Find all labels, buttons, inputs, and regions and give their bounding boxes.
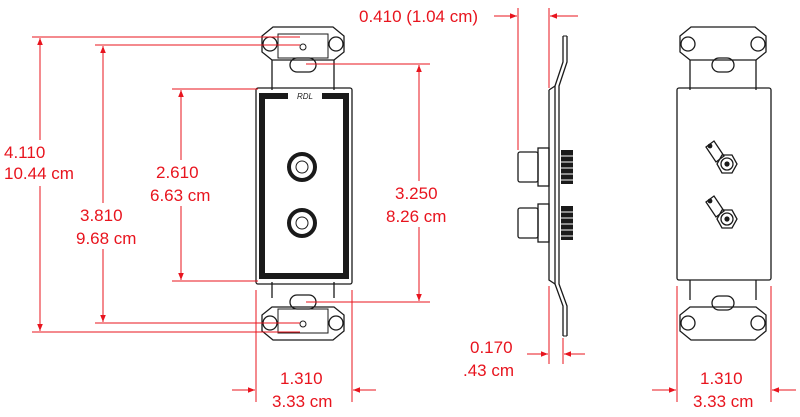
brand-logo: RDL bbox=[297, 92, 313, 101]
opening-height-cm: 6.63 cm bbox=[150, 186, 210, 205]
rear-top-ear bbox=[679, 26, 767, 73]
plate-thickness-in: 0.170 bbox=[470, 338, 513, 357]
side-view bbox=[517, 35, 573, 337]
panel-width-cm: 3.33 cm bbox=[272, 392, 332, 411]
top-mounting-slot bbox=[289, 57, 317, 73]
overall-height-in: 4.110 bbox=[4, 143, 45, 162]
faceplate-frame bbox=[259, 93, 349, 279]
opening-height-in: 2.610 bbox=[156, 163, 199, 182]
rear-view bbox=[676, 26, 772, 341]
overall-height-cm: 10.44 cm bbox=[4, 164, 74, 183]
mount-spacing-cm: 9.68 cm bbox=[76, 229, 136, 248]
rear-terminal-bottom bbox=[705, 195, 738, 229]
side-dimensions: 0.410 (1.04 cm) 0.170 .43 cm bbox=[359, 7, 585, 380]
mounting-strap bbox=[271, 60, 335, 298]
front-dimensions: 4.110 10.44 cm 3.810 9.68 cm 2.610 6.63 … bbox=[0, 36, 460, 411]
side-jack-bottom bbox=[517, 203, 573, 243]
depth-label: 0.410 (1.04 cm) bbox=[359, 7, 478, 26]
mount-spacing-in: 3.810 bbox=[80, 206, 123, 225]
rear-bottom-ear bbox=[679, 295, 767, 341]
side-jack-top bbox=[517, 147, 573, 187]
front-view: RDL bbox=[255, 26, 353, 341]
rear-terminal-top bbox=[705, 140, 738, 174]
panel-width-in: 1.310 bbox=[280, 369, 323, 388]
rear-dimensions: 1.310 3.33 cm bbox=[652, 286, 796, 411]
rear-width-in: 1.310 bbox=[700, 369, 743, 388]
panel-height-in: 3.250 bbox=[395, 184, 438, 203]
rear-width-cm: 3.33 cm bbox=[693, 392, 753, 411]
panel-height-cm: 8.26 cm bbox=[386, 207, 446, 226]
rca-jack-bottom bbox=[287, 208, 317, 238]
rca-jack-top bbox=[287, 152, 317, 182]
side-plate-edge bbox=[554, 36, 564, 336]
faceplate bbox=[255, 87, 353, 285]
rear-housing bbox=[676, 87, 772, 281]
top-mounting-ear bbox=[261, 26, 345, 61]
plate-thickness-cm: .43 cm bbox=[463, 361, 514, 380]
